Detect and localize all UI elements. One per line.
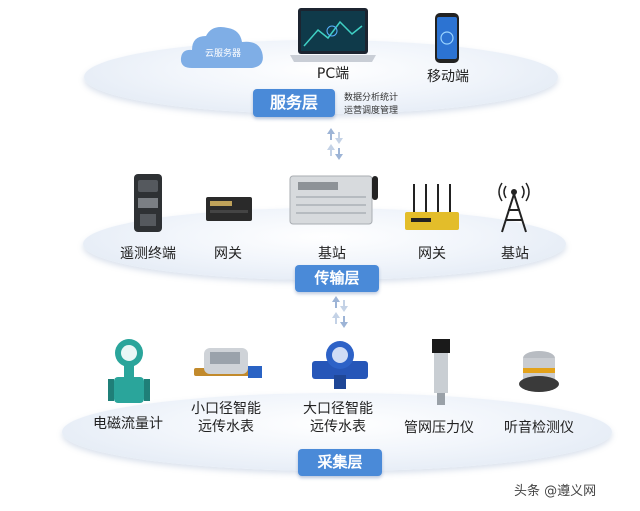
transport-device-label-1: 遥测终端 xyxy=(120,246,176,262)
arrows-service-transport xyxy=(325,126,345,162)
collection-device-label-5: 听音检测仪 xyxy=(504,420,574,436)
signal-tower-icon xyxy=(494,182,534,238)
collection-device-label-4: 管网压力仪 xyxy=(404,420,474,436)
electromagnetic-flowmeter-icon xyxy=(104,335,154,411)
small-water-meter-icon xyxy=(192,342,264,392)
listening-detector-icon xyxy=(515,348,563,398)
cloud-server-icon: 云服务器 xyxy=(178,22,268,72)
collection-device-label-2a: 小口径智能 xyxy=(191,401,261,417)
transport-device-label-5: 基站 xyxy=(501,246,529,262)
cloud-server-label: 云服务器 xyxy=(204,49,241,59)
pc-label: PC端 xyxy=(316,66,350,82)
collection-device-label-3a: 大口径智能 xyxy=(303,401,373,417)
service-note-2: 运营调度管理 xyxy=(344,106,399,116)
collection-device-label-1: 电磁流量计 xyxy=(93,416,163,432)
gateway-box-icon xyxy=(204,193,254,229)
arrows-transport-collection xyxy=(330,294,350,330)
collection-device-label-2b: 远传水表 xyxy=(198,419,254,435)
base-station-cabinet-icon xyxy=(284,170,390,234)
mobile-phone-icon xyxy=(432,12,462,68)
transport-device-label-2: 网关 xyxy=(214,246,242,262)
collection-layer-badge: 采集层 xyxy=(298,449,382,476)
laptop-icon xyxy=(288,6,378,68)
watermark: 头条 @遵义网 xyxy=(510,479,601,500)
service-note-1: 数据分析统计 xyxy=(344,93,399,103)
pressure-gauge-icon xyxy=(424,337,458,413)
collection-device-label-3b: 远传水表 xyxy=(310,419,366,435)
transport-layer-badge: 传输层 xyxy=(295,265,379,292)
mobile-label: 移动端 xyxy=(427,69,469,85)
transport-device-label-3: 基站 xyxy=(318,246,346,262)
service-layer-badge: 服务层 xyxy=(253,89,335,117)
gateway-router-icon xyxy=(401,182,461,238)
large-water-meter-icon xyxy=(310,335,370,397)
telemetry-terminal-icon xyxy=(128,172,168,238)
transport-device-label-4: 网关 xyxy=(418,246,446,262)
